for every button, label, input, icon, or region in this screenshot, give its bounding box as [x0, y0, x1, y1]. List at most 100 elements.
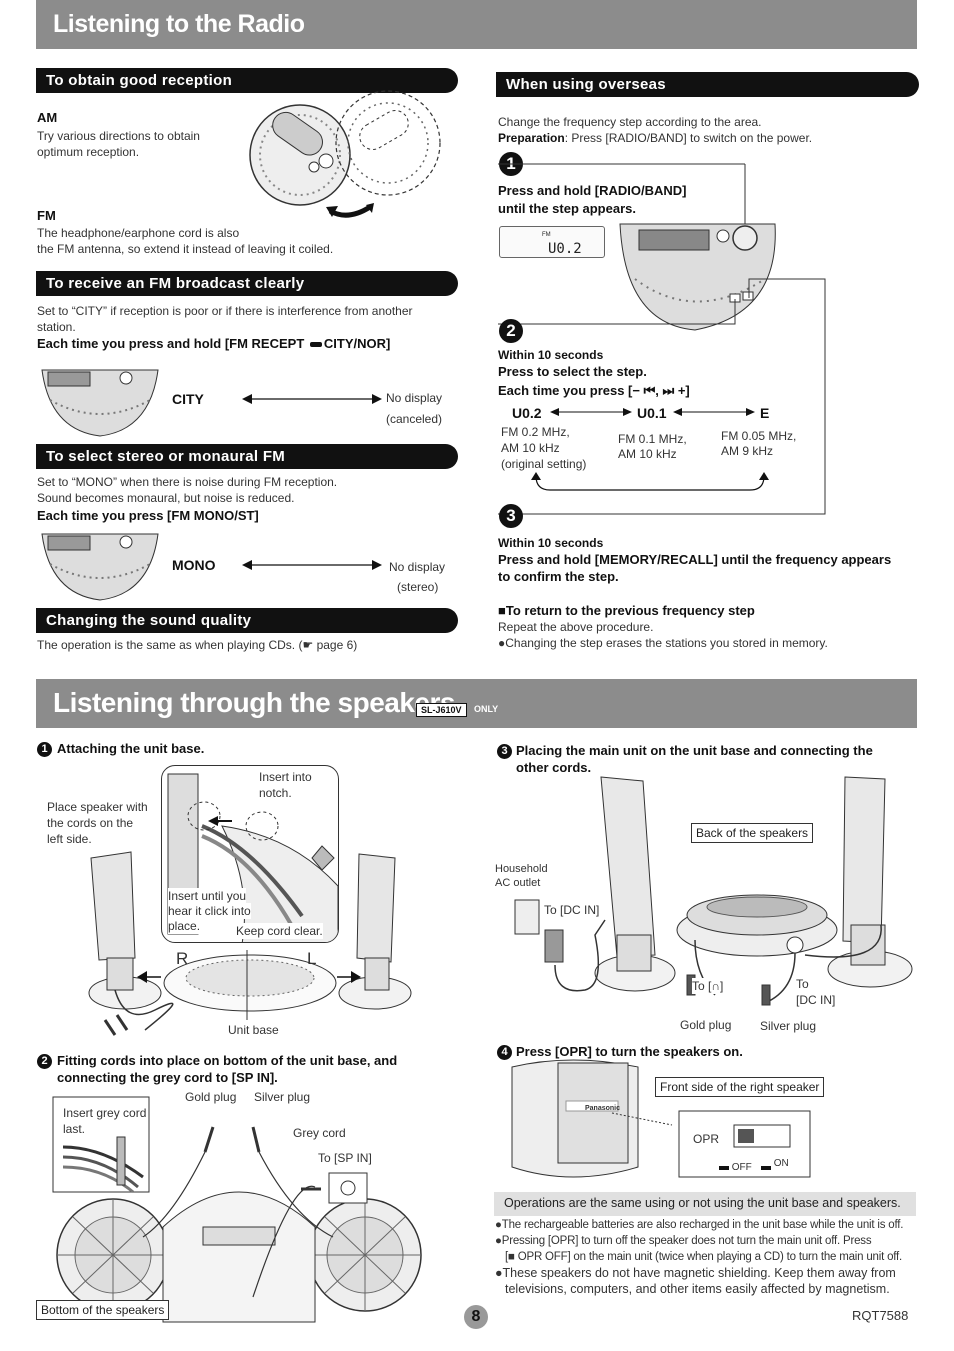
brand-label: Panasonic	[585, 1105, 621, 1112]
step-u02: U0.2	[512, 405, 542, 421]
step-e: E	[760, 405, 770, 421]
step-3-text-1: Press and hold [MEMORY/RECALL] until the…	[498, 552, 892, 567]
model-badge: SL-J610V	[416, 703, 467, 717]
gold-plug-label-2: Gold plug	[680, 1018, 732, 1032]
ue-desc-1: FM 0.05 MHz,	[721, 429, 797, 443]
display-value: U0.2	[548, 241, 582, 257]
step-2-text-2: Each time you press [− ⏮, ⏭ +]	[498, 383, 690, 398]
opr-off-text: OFF	[731, 1162, 752, 1173]
step-u01: U0.1	[637, 405, 667, 421]
place-1: Place speaker with	[47, 800, 148, 814]
opr-on-label: ON	[761, 1156, 789, 1171]
section-title-stereo: To select stereo or monaural FM	[36, 444, 458, 469]
to-phones-start: To [	[692, 979, 712, 993]
grey-cord-label: Grey cord	[293, 1126, 346, 1140]
fm-clear-text-2: station.	[37, 320, 76, 334]
stereo-instruction: Each time you press [FM MONO/ST]	[37, 508, 259, 523]
speakers-base-illustration	[88, 851, 412, 1036]
return-title: ■To return to the previous frequency ste…	[498, 603, 755, 618]
note-3b: televisions, computers, and other items …	[505, 1282, 890, 1296]
outlet-1: Household	[495, 863, 548, 875]
fm-clear-alt-2: (canceled)	[386, 412, 443, 426]
return-text-2: ●Changing the step erases the stations y…	[498, 636, 828, 650]
section-title-reception: To obtain good reception	[36, 68, 458, 93]
right-speaker-front-illustration	[511, 1059, 811, 1178]
am-text-1: Try various directions to obtain	[37, 129, 200, 143]
step-2-within: Within 10 seconds	[498, 348, 604, 362]
speaker-step-3-title-1: Placing the main unit on the unit base a…	[516, 743, 873, 758]
arrow-u01-e	[673, 408, 755, 416]
speakers-header: Listening through the speakers SL-J610V …	[36, 679, 917, 728]
overseas-text-1: Change the frequency step according to t…	[498, 115, 762, 129]
fm-clear-text-1: Set to “CITY” if reception is poor or if…	[37, 304, 413, 318]
arrow-u02-u01	[550, 408, 632, 416]
outlet-2: AC outlet	[495, 877, 541, 889]
notch-2: notch.	[259, 785, 292, 801]
off-indicator-icon	[719, 1166, 729, 1170]
speaker-step-4-number: 4	[497, 1045, 512, 1060]
opr-on-text: ON	[773, 1158, 789, 1169]
stereo-mode: MONO	[172, 557, 216, 573]
speaker-step-3-number: 3	[497, 744, 512, 759]
place-3: left side.	[47, 832, 92, 846]
to-phones-end: ]	[719, 979, 724, 993]
step-2-number: 2	[499, 319, 523, 343]
silver-plug-label-2: Silver plug	[760, 1019, 817, 1033]
sp-in-label: To [SP IN]	[318, 1151, 372, 1165]
note-2: ●Pressing [OPR] to turn off the speaker …	[495, 1235, 872, 1247]
notes-banner-text: Operations are the same using or not usi…	[504, 1196, 901, 1210]
ue-desc-2: AM 9 kHz	[721, 444, 774, 458]
grey-last-1: Insert grey cord	[63, 1105, 147, 1121]
stereo-text-1: Set to “MONO” when there is noise during…	[37, 475, 338, 489]
speaker-step-3-title-2: other cords.	[516, 760, 592, 775]
speaker-step-1-number: 1	[37, 742, 52, 757]
cd-player-top-illustration	[498, 163, 826, 515]
stereo-text-2: Sound becomes monaural, but noise is red…	[37, 491, 295, 505]
opr-off-label: OFF	[719, 1160, 752, 1175]
cd-player-partial-1	[41, 369, 159, 437]
cd-player-rotation-illustration	[249, 90, 441, 218]
footer-code: RQT7588	[852, 1308, 909, 1323]
cd-player-partial-2	[41, 533, 159, 601]
fm-label: FM	[37, 208, 56, 223]
notch-1: Insert into	[259, 769, 312, 785]
step-1-text-1: Press and hold [RADIO/BAND]	[498, 183, 687, 198]
click-1: Insert until you	[168, 888, 247, 904]
step-3-within: Within 10 seconds	[498, 536, 604, 550]
dash-symbol	[309, 342, 322, 348]
on-indicator-icon	[761, 1166, 771, 1170]
u02-desc-1: FM 0.2 MHz,	[501, 425, 570, 439]
speaker-step-2-title-1: Fitting cords into place on bottom of th…	[57, 1053, 398, 1068]
only-label: ONLY	[474, 704, 499, 714]
overseas-prep: Preparation: Press [RADIO/BAND] to switc…	[498, 130, 812, 146]
u02-desc-2: AM 10 kHz	[501, 441, 560, 455]
opr-label: OPR	[693, 1132, 720, 1146]
note-3: ●These speakers do not have magnetic shi…	[495, 1266, 896, 1280]
am-label: AM	[37, 110, 58, 125]
front-right-speaker-label: Front side of the right speaker	[655, 1077, 825, 1097]
sound-text-end: page 6)	[313, 638, 358, 652]
u01-desc-2: AM 10 kHz	[618, 447, 677, 461]
fm-clear-instruction: Each time you press and hold [FM RECEPT …	[37, 335, 390, 353]
note-2b: [■ OPR OFF] on the main unit (twice when…	[505, 1251, 903, 1263]
toggle-arrow-mono	[242, 560, 382, 570]
click-2: hear it click into	[168, 903, 251, 919]
page-number: 8	[464, 1305, 488, 1329]
to-dcin-2: [DC IN]	[796, 993, 836, 1007]
headphones-icon: ∩	[711, 979, 720, 993]
section-title-overseas: When using overseas	[496, 72, 919, 97]
keep-cord: Keep cord clear.	[236, 923, 323, 939]
r-label: R	[176, 949, 189, 968]
fm-text-2: the FM antenna, so extend it instead of …	[37, 242, 334, 256]
back-of-speakers-label: Back of the speakers	[691, 823, 814, 843]
fm-clear-instruction-start: Each time you press and hold [FM RECEPT	[37, 336, 305, 351]
prep-text: : Press [RADIO/BAND] to switch on the po…	[564, 131, 813, 145]
step-3-number: 3	[499, 504, 523, 528]
section-title-fm-clear: To receive an FM broadcast clearly	[36, 271, 458, 296]
gold-plug-label: Gold plug	[185, 1090, 237, 1104]
dc-in-label: To [DC IN]	[544, 902, 600, 918]
click-3: place.	[168, 918, 201, 934]
speaker-step-4-title: Press [OPR] to turn the speakers on.	[516, 1044, 743, 1059]
toggle-arrow-city	[242, 394, 382, 404]
l-label: L	[307, 949, 317, 968]
